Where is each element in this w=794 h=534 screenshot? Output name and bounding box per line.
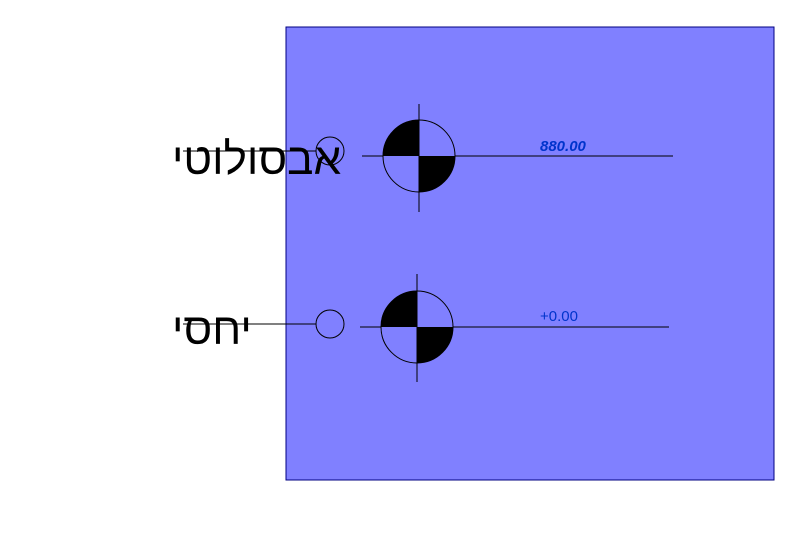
absolute-label: אבסולוטי bbox=[172, 135, 341, 184]
drawing-panel bbox=[285, 26, 775, 481]
relative-small-circle bbox=[315, 309, 345, 339]
relative-label: יחסי bbox=[172, 305, 252, 354]
relative-elevation-value: +0.00 bbox=[540, 308, 578, 325]
absolute-elevation-value: 880.00 bbox=[540, 138, 587, 155]
absolute-target-icon bbox=[362, 104, 456, 212]
relative-target-icon bbox=[360, 274, 454, 382]
absolute-elevation-marker: 880.00 אבסולוטי bbox=[172, 104, 673, 212]
relative-elevation-marker: +0.00 יחסי bbox=[172, 274, 669, 382]
absolute-small-circle bbox=[315, 136, 345, 166]
